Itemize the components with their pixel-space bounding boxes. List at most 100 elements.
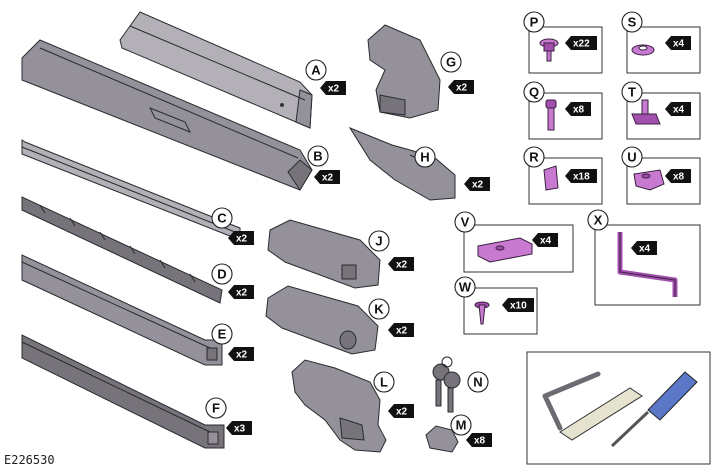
part-l-foot xyxy=(291,359,387,453)
callout-circle-q xyxy=(523,81,545,103)
callout-circle-u xyxy=(621,146,643,168)
callout-circle-w xyxy=(454,276,476,298)
callout-circle-t xyxy=(621,81,643,103)
callout-letter-j: J xyxy=(375,234,382,249)
callout-k: Kx2 xyxy=(368,298,414,337)
callout-letter-m: M xyxy=(456,418,467,433)
callout-circle-k xyxy=(368,298,390,320)
part-f-rail xyxy=(21,334,225,449)
qty-label-v: x4 xyxy=(540,236,552,247)
callout-circle-h xyxy=(414,146,436,168)
callout-f: Fx3 xyxy=(205,397,252,435)
callout-e: Ex2 xyxy=(211,323,254,361)
part-m-cover xyxy=(425,425,459,453)
callout-circle-v xyxy=(454,211,476,233)
part-x-ubolt xyxy=(617,232,678,297)
qty-arrow-d xyxy=(228,285,254,299)
qty-label-f: x3 xyxy=(234,424,246,435)
callout-letter-c: C xyxy=(217,211,227,226)
qty-arrow-h xyxy=(464,177,490,191)
callout-letter-x: X xyxy=(594,213,603,228)
hex-key-tool xyxy=(542,371,601,431)
callout-u: Ux8 xyxy=(621,146,691,183)
qty-arrow-a xyxy=(320,81,346,95)
callout-letter-n: N xyxy=(473,375,482,390)
callout-a: Ax2 xyxy=(305,59,346,95)
callout-letter-u: U xyxy=(627,150,636,165)
qty-arrow-s xyxy=(665,36,691,50)
qty-label-q: x8 xyxy=(573,105,585,116)
callout-circle-n xyxy=(467,371,489,393)
part-j-foot-cover xyxy=(267,219,381,289)
qty-label-m: x8 xyxy=(474,436,486,447)
callout-letter-p: P xyxy=(530,15,539,30)
qty-label-s: x4 xyxy=(673,39,685,50)
qty-label-p: x22 xyxy=(573,39,590,50)
qty-label-t: x4 xyxy=(673,105,685,116)
callout-q: Qx8 xyxy=(523,81,591,116)
callout-circle-x xyxy=(587,209,609,231)
qty-label-a: x2 xyxy=(328,84,340,95)
callout-circle-d xyxy=(211,263,233,285)
callout-letter-w: W xyxy=(459,280,472,295)
callout-letter-e: E xyxy=(218,327,227,342)
callout-t: Tx4 xyxy=(621,81,691,116)
callout-circle-g xyxy=(440,51,462,73)
qty-arrow-p xyxy=(565,36,597,50)
callout-j: Jx2 xyxy=(368,230,414,271)
callout-s: Sx4 xyxy=(621,11,691,50)
callout-letter-h: H xyxy=(420,150,429,165)
part-g-end-bracket xyxy=(367,24,441,119)
qty-arrow-e xyxy=(228,347,254,361)
callout-circle-m xyxy=(450,414,472,436)
callout-h: Hx2 xyxy=(414,146,490,191)
qty-arrow-r xyxy=(565,169,597,183)
callout-circle-j xyxy=(368,230,390,252)
callout-letter-a: A xyxy=(311,63,321,78)
ruler-tool xyxy=(559,387,643,441)
part-w-screw xyxy=(474,301,490,325)
callout-circle-e xyxy=(211,323,233,345)
part-b-rail xyxy=(21,39,313,191)
callout-circle-b xyxy=(307,145,329,167)
qty-label-b: x2 xyxy=(322,173,334,184)
part-q-bolt xyxy=(545,99,557,131)
callout-letter-t: T xyxy=(628,85,636,100)
tools-box xyxy=(526,351,711,465)
part-r-clip xyxy=(543,165,559,191)
callout-v: Vx4 xyxy=(454,211,558,247)
callout-g: Gx2 xyxy=(440,51,474,94)
callout-l: Lx2 xyxy=(373,371,414,418)
callout-letter-v: V xyxy=(461,215,470,230)
qty-arrow-m xyxy=(466,433,492,447)
callout-m: Mx8 xyxy=(450,414,492,447)
qty-arrow-b xyxy=(314,170,340,184)
qty-label-c: x2 xyxy=(236,234,248,245)
qty-label-l: x2 xyxy=(396,407,408,418)
callout-letter-l: L xyxy=(380,375,388,390)
qty-arrow-l xyxy=(388,404,414,418)
qty-arrow-g xyxy=(448,80,474,94)
part-t-tbolt xyxy=(631,99,661,125)
part-d-strip xyxy=(21,196,223,304)
qty-label-g: x2 xyxy=(456,83,468,94)
callout-n: N xyxy=(467,371,489,393)
qty-arrow-v xyxy=(532,233,558,247)
qty-arrow-j xyxy=(388,257,414,271)
qty-arrow-k xyxy=(388,323,414,337)
callout-x: Xx4 xyxy=(587,209,657,255)
part-s-washer xyxy=(631,44,655,56)
qty-label-w: x10 xyxy=(510,301,527,312)
qty-arrow-w xyxy=(502,298,534,312)
part-n-keys xyxy=(432,356,461,413)
callout-b: Bx2 xyxy=(307,145,340,184)
part-v-block xyxy=(477,237,533,263)
qty-arrow-f xyxy=(226,421,252,435)
screwdriver-tool xyxy=(610,371,698,448)
callout-letter-g: G xyxy=(446,55,456,70)
figure-reference: E226530 xyxy=(4,453,55,467)
